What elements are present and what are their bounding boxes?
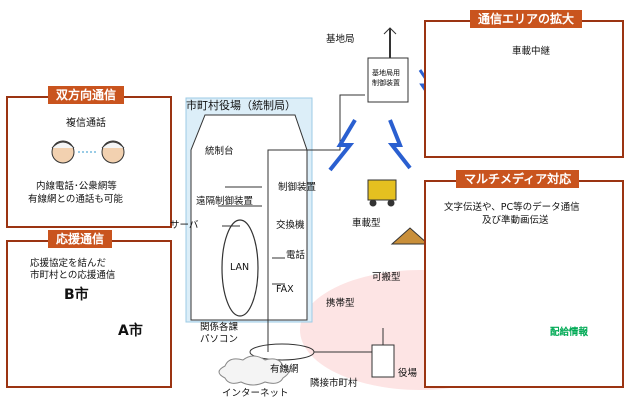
town-office-label: 役場 bbox=[398, 368, 418, 379]
lightning-left bbox=[328, 118, 357, 172]
bidirectional-desc-2: 有線網との通話も可能 bbox=[28, 194, 123, 205]
office-title: 市町村役場（統制局） bbox=[186, 99, 296, 112]
box-support: 応援通信 応援協定を結んだ 市町村との応援通信 B市 A市 bbox=[6, 230, 172, 388]
city-a-label: A市 bbox=[118, 323, 143, 339]
distribution-sign: 配給情報 bbox=[550, 327, 589, 338]
depts-label-1: 関係各課 bbox=[200, 322, 239, 333]
internet-cloud bbox=[218, 355, 290, 386]
base-sign-1: 基地局用 bbox=[372, 69, 400, 77]
bidirectional-title: 双方向通信 bbox=[48, 86, 125, 104]
support-desc-2: 市町村との応援通信 bbox=[30, 270, 116, 281]
multimedia-desc-1: 文字伝送や、PC等のデータ通信 bbox=[444, 202, 580, 213]
vehicle-unit bbox=[367, 179, 397, 201]
town-office-building bbox=[371, 344, 395, 378]
wired-network-label: 有線網 bbox=[270, 364, 299, 375]
lightning-right bbox=[387, 119, 412, 170]
support-title: 応援通信 bbox=[48, 230, 113, 248]
lan-loop bbox=[221, 219, 259, 317]
handheld-label: 携帯型 bbox=[326, 298, 355, 309]
bidirectional-desc-1: 内線電話･公衆網等 bbox=[36, 181, 117, 192]
internet-label: インターネット bbox=[222, 388, 289, 399]
city-b-label: B市 bbox=[64, 287, 89, 303]
portable-unit bbox=[390, 227, 430, 245]
remote-ctrl-label: 遠隔制御装置 bbox=[196, 196, 254, 207]
neighbor-label: 隣接市町村 bbox=[310, 378, 358, 389]
box-bidirectional: 双方向通信 複信通話 内線電話･公衆網等 有線網との通話も可能 bbox=[6, 86, 172, 228]
duplex-people-illustration bbox=[51, 140, 125, 164]
base-station-label: 基地局 bbox=[326, 34, 355, 45]
relay-label: 車載中継 bbox=[512, 46, 551, 57]
box-multimedia: マルチメディア対応 文字伝送や、PC等のデータ通信 及び準動画伝送 配給情報 bbox=[424, 170, 624, 388]
base-antenna-top bbox=[383, 27, 397, 35]
support-desc-1: 応援協定を結んだ bbox=[30, 258, 107, 269]
fax-label: FAX bbox=[276, 284, 294, 295]
duplex-label: 複信通話 bbox=[66, 118, 106, 129]
controller-label: 制御装置 bbox=[278, 182, 317, 193]
base-to-controller-line bbox=[267, 94, 365, 182]
vehicle-label: 車載型 bbox=[352, 218, 381, 229]
phone-label: 電話 bbox=[286, 250, 306, 261]
console-label: 統制台 bbox=[205, 146, 234, 157]
server-label: サーバ bbox=[170, 220, 199, 231]
exchange-label: 交換機 bbox=[276, 220, 305, 231]
office-building-outline bbox=[190, 114, 308, 321]
depts-label-2: パソコン bbox=[200, 334, 239, 345]
multimedia-desc-2: 及び準動画伝送 bbox=[482, 215, 549, 226]
base-station-building bbox=[367, 57, 409, 103]
box-area: 通信エリアの拡大 車載中継 bbox=[424, 10, 624, 158]
area-title: 通信エリアの拡大 bbox=[470, 10, 583, 28]
lan-label: LAN bbox=[230, 262, 250, 273]
portable-label: 可搬型 bbox=[372, 272, 401, 283]
base-sign-2: 制御装置 bbox=[372, 79, 400, 87]
multimedia-title: マルチメディア対応 bbox=[456, 170, 580, 188]
